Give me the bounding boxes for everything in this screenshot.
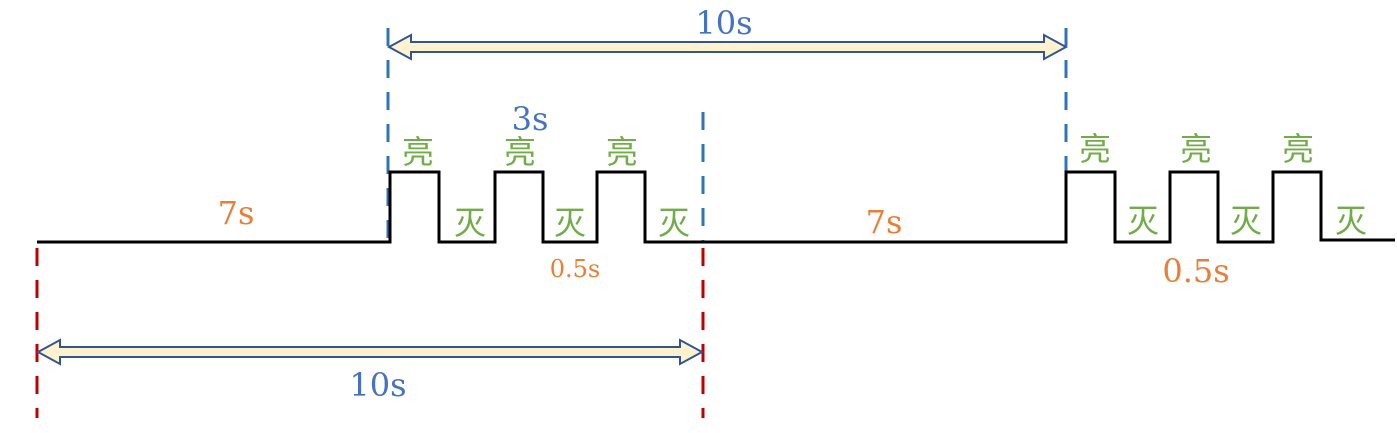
- off-duration-label-2: 7s: [866, 203, 903, 241]
- period-label-top: 10s: [695, 4, 752, 42]
- period-label-bottom: 10s: [349, 366, 406, 404]
- state-off-label: 灭: [454, 204, 486, 242]
- blink-interval-label-1: 0.5s: [550, 255, 600, 283]
- state-off-label: 灭: [658, 204, 690, 242]
- signal-waveform: [37, 170, 1395, 244]
- state-on-label: 亮: [1079, 130, 1111, 168]
- flash-window-label: 3s: [512, 100, 549, 138]
- state-off-label: 灭: [1230, 202, 1262, 240]
- blink-interval-label-2: 0.5s: [1162, 252, 1229, 290]
- state-on-label: 亮: [1282, 130, 1314, 168]
- state-on-label: 亮: [402, 133, 434, 171]
- period-arrow-top: [386, 33, 1069, 61]
- off-duration-label-1: 7s: [218, 194, 255, 232]
- state-on-label: 亮: [606, 133, 638, 171]
- state-off-label: 灭: [1335, 202, 1367, 240]
- state-on-label: 亮: [504, 133, 536, 171]
- period-arrow-bottom: [35, 338, 705, 366]
- state-on-label: 亮: [1180, 130, 1212, 168]
- state-off-label: 灭: [1127, 202, 1159, 240]
- state-off-label: 灭: [554, 204, 586, 242]
